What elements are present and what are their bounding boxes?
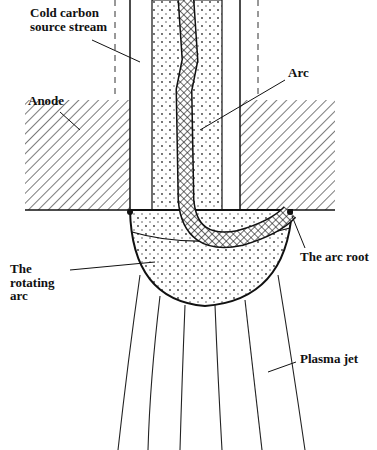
anode-right bbox=[240, 100, 335, 210]
part-label: The arc root bbox=[300, 250, 370, 264]
leader-lines bbox=[60, 40, 305, 372]
flow-line bbox=[258, 0, 259, 95]
channel-wall bbox=[239, 0, 241, 210]
plasma-jet bbox=[118, 275, 305, 450]
channel-wall bbox=[129, 0, 131, 210]
part-label: Arc bbox=[288, 66, 338, 80]
anode-left bbox=[25, 100, 130, 210]
arc-root-dot bbox=[127, 209, 133, 215]
part-label: Anode bbox=[28, 94, 88, 108]
part-label: The rotating arc bbox=[10, 262, 68, 303]
part-label: Plasma jet bbox=[300, 352, 372, 366]
arc-outline bbox=[184, 0, 290, 240]
flow-line bbox=[115, 0, 116, 95]
part-label: Cold carbon source stream bbox=[30, 6, 115, 33]
arc-root-dot bbox=[287, 209, 293, 215]
arc bbox=[184, 0, 290, 240]
